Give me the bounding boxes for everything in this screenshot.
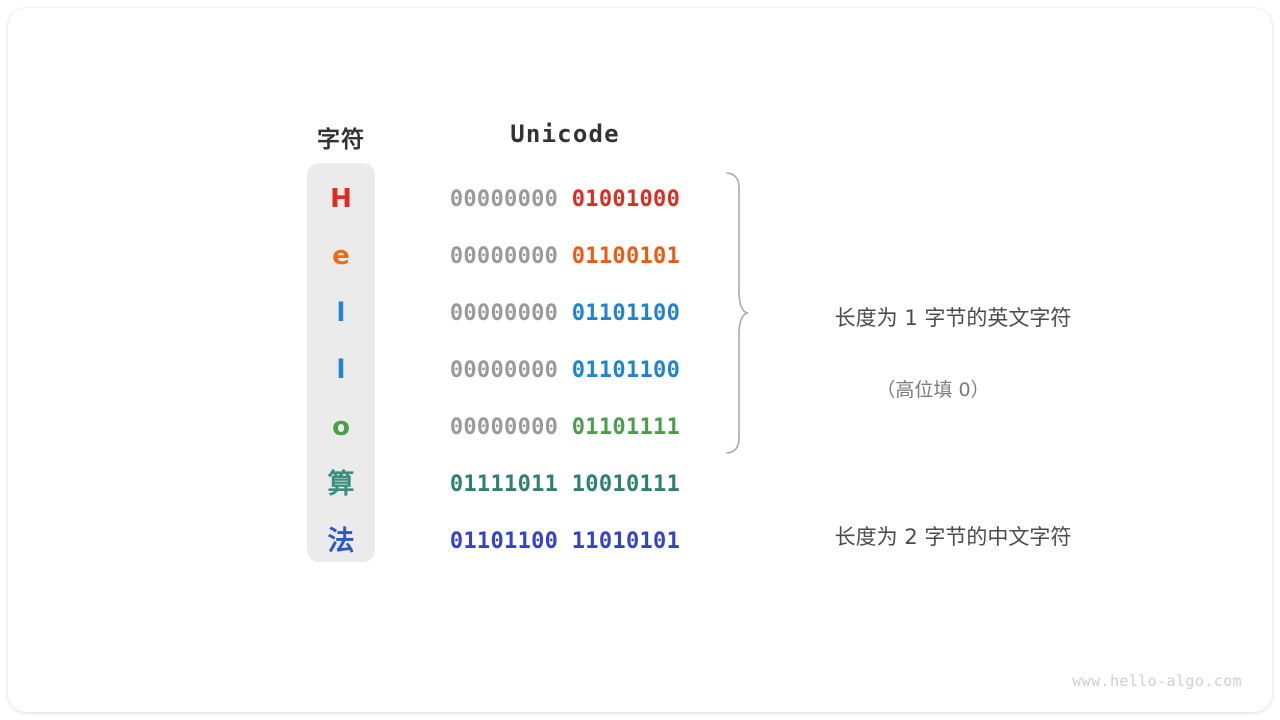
byte-separator (558, 244, 572, 269)
character-glyph: H (330, 184, 352, 214)
byte-separator (558, 415, 572, 440)
low-byte: 01101111 (571, 415, 681, 440)
high-byte: 00000000 (449, 301, 559, 326)
high-byte: 01111011 (449, 472, 559, 497)
grouping-braces (726, 172, 750, 454)
character-glyph: 法 (327, 526, 355, 557)
high-byte: 00000000 (449, 415, 559, 440)
byte-separator (558, 301, 572, 326)
character-cell: H (307, 171, 375, 228)
annotation-one-byte-line1: 长度为 1 字节的英文字符 (834, 306, 1072, 330)
low-byte: 01101100 (571, 301, 681, 326)
brace-one-byte-icon (726, 172, 750, 454)
character-cell: l (307, 285, 375, 342)
character-column-background (307, 163, 375, 562)
annotation-one-byte: 长度为 1 字节的英文字符 （高位填 0） (768, 264, 1098, 480)
unicode-binary-row: 00000000 01101111 (425, 399, 705, 456)
byte-separator (558, 529, 572, 554)
character-glyph: 算 (327, 469, 355, 500)
unicode-binary-row: 00000000 01100101 (425, 228, 705, 285)
low-byte: 01101100 (571, 358, 681, 383)
unicode-binary-row: 01101100 11010101 (425, 513, 705, 570)
unicode-binary-row: 01111011 10010111 (425, 456, 705, 513)
byte-separator (558, 358, 572, 383)
figure-card: 字符 Unicode H e l l o 算 法 00000000 010010… (8, 8, 1272, 712)
unicode-binary-row: 00000000 01101100 (425, 285, 705, 342)
high-byte: 00000000 (449, 358, 559, 383)
annotation-two-byte: 长度为 2 字节的中文字符 (768, 483, 1098, 591)
character-cell: e (307, 228, 375, 285)
character-cell: 法 (307, 513, 375, 570)
annotation-two-byte-line1: 长度为 2 字节的中文字符 (834, 525, 1072, 549)
unicode-binary-row: 00000000 01001000 (425, 171, 705, 228)
diagram-stage: 字符 Unicode H e l l o 算 法 00000000 010010… (8, 8, 1272, 712)
high-byte: 01101100 (449, 529, 559, 554)
character-cell: l (307, 342, 375, 399)
low-byte: 01100101 (571, 244, 681, 269)
column-header-character: 字符 (317, 127, 365, 153)
high-byte: 00000000 (449, 244, 559, 269)
byte-separator (558, 472, 572, 497)
character-glyph: l (336, 298, 346, 328)
low-byte: 11010101 (571, 529, 681, 554)
byte-separator (558, 187, 572, 212)
high-byte: 00000000 (449, 187, 559, 212)
character-glyph: o (332, 412, 350, 442)
column-header-unicode: Unicode (510, 120, 620, 148)
annotation-one-byte-line2: （高位填 0） (876, 379, 990, 401)
unicode-binary-row: 00000000 01101100 (425, 342, 705, 399)
character-glyph: l (336, 355, 346, 385)
site-watermark: www.hello-algo.com (1072, 672, 1242, 690)
character-glyph: e (332, 241, 350, 271)
low-byte: 10010111 (571, 472, 681, 497)
character-cell: o (307, 399, 375, 456)
low-byte: 01001000 (571, 187, 681, 212)
character-cell: 算 (307, 456, 375, 513)
